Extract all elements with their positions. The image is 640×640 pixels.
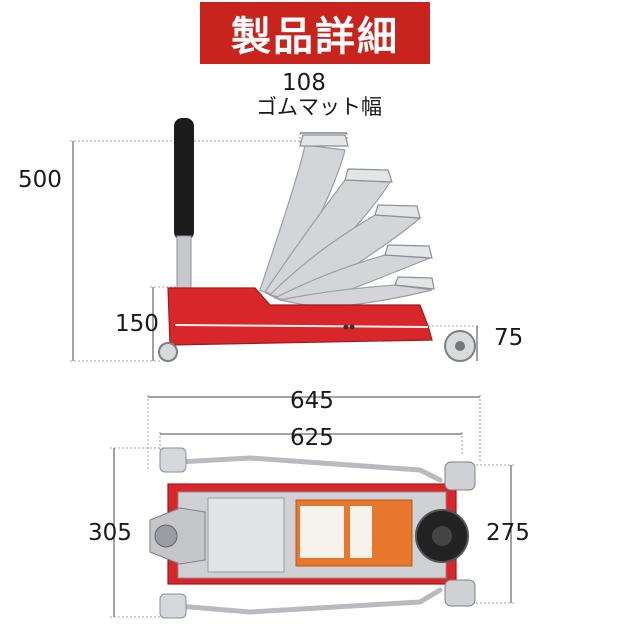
pad-width-value: 108 <box>282 70 326 96</box>
top-view <box>110 395 515 619</box>
rear-width-value: 275 <box>486 520 530 546</box>
rear-wheel-top <box>444 461 476 491</box>
frame-length-value: 625 <box>290 425 334 451</box>
total-length-value: 645 <box>290 388 334 414</box>
side-view <box>70 118 480 362</box>
pad-width-label: ゴムマット幅 <box>256 95 382 119</box>
front-caster <box>158 342 178 362</box>
min-height-value: 150 <box>115 311 159 337</box>
max-height-value: 500 <box>18 167 62 193</box>
frame <box>167 287 433 346</box>
total-width-value: 305 <box>88 520 132 546</box>
handle <box>174 118 194 240</box>
wheel-height-value: 75 <box>494 325 524 351</box>
title-banner: 製品詳細 <box>200 2 430 64</box>
banner-title: 製品詳細 <box>231 14 399 60</box>
